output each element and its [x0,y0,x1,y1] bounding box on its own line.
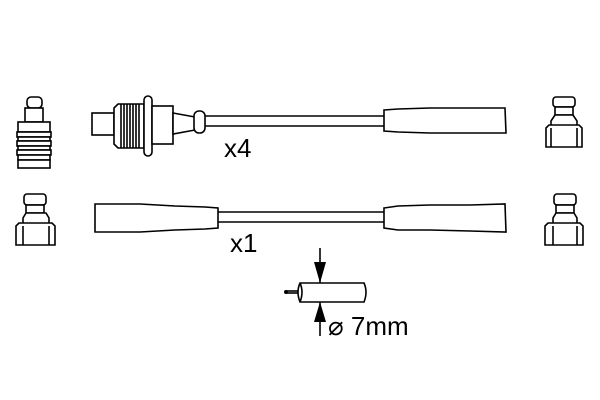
cable-cross-section-icon [284,282,367,303]
flanged-spark-plug-terminal [545,96,583,148]
quantity-label-x1: x1 [230,228,257,258]
diameter-label: ⌀ 7mm [328,311,409,341]
ribbed-spark-plug-terminal [16,96,52,169]
flanged-spark-plug-terminal [15,193,56,246]
diameter-arrows-icon [314,248,326,336]
cable-bottom [94,203,507,233]
cable-top [91,95,507,157]
quantity-label-x4: x4 [224,133,251,163]
flanged-spark-plug-terminal [544,193,584,246]
